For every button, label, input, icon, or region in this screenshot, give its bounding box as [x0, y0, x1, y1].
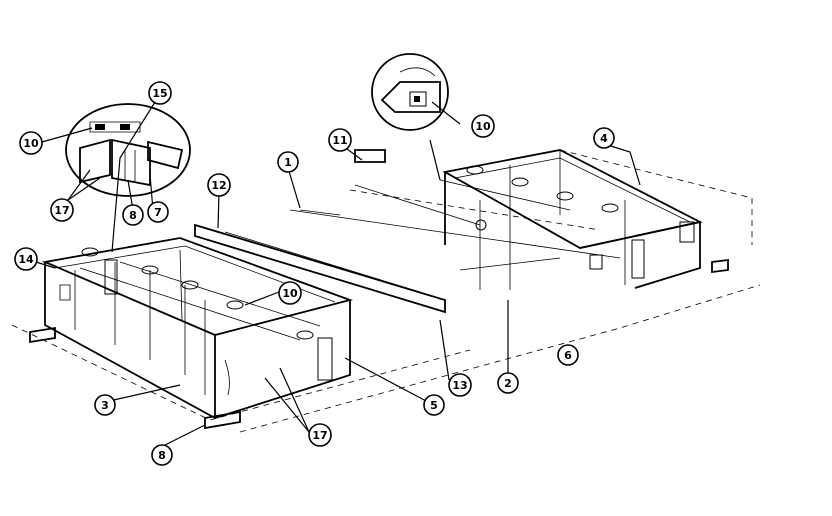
center-rails [179, 149, 621, 321]
callout-label: 13 [452, 379, 467, 392]
front-frame-section [29, 237, 354, 430]
callout-label: 8 [129, 209, 137, 222]
callout-label: 3 [101, 399, 109, 412]
rear-frame-section [442, 149, 729, 290]
callout-5: 5 [423, 394, 445, 416]
callout-10-center: 10 [278, 281, 302, 305]
callout-4: 4 [593, 127, 615, 149]
callout-label: 5 [430, 399, 438, 412]
callout-8-upper: 8 [122, 204, 144, 226]
callout-11: 11 [328, 128, 352, 152]
callout-3: 3 [94, 394, 116, 416]
callout-label: 17 [54, 204, 69, 217]
callout-12: 12 [207, 173, 231, 197]
callout-label: 10 [475, 120, 491, 133]
callout-label: 12 [211, 179, 226, 192]
callout-8-lower: 8 [151, 444, 173, 466]
callout-label: 7 [154, 206, 162, 219]
callout-17-upper: 17 [50, 198, 74, 222]
callout-label: 15 [152, 87, 167, 100]
callout-label: 10 [23, 137, 39, 150]
callout-label: 4 [600, 132, 608, 145]
detail-bubble-top [371, 53, 449, 131]
callout-2: 2 [497, 372, 519, 394]
callout-10-left: 10 [19, 131, 43, 155]
callout-7: 7 [147, 201, 169, 223]
callout-label: 10 [282, 287, 298, 300]
callout-label: 8 [158, 449, 166, 462]
callout-label: 6 [564, 349, 572, 362]
callout-label: 2 [504, 377, 512, 390]
callout-10-top: 10 [471, 114, 495, 138]
callout-13: 13 [448, 373, 472, 397]
callout-6: 6 [557, 344, 579, 366]
callout-label: 1 [284, 156, 292, 169]
callout-label: 17 [312, 429, 327, 442]
callout-14: 14 [14, 247, 38, 271]
callout-15: 15 [148, 81, 172, 105]
callout-label: 11 [332, 134, 347, 147]
callout-17-lower: 17 [308, 423, 332, 447]
callout-label: 14 [18, 253, 34, 266]
callout-1: 1 [277, 151, 299, 173]
floor-outline [11, 149, 761, 433]
